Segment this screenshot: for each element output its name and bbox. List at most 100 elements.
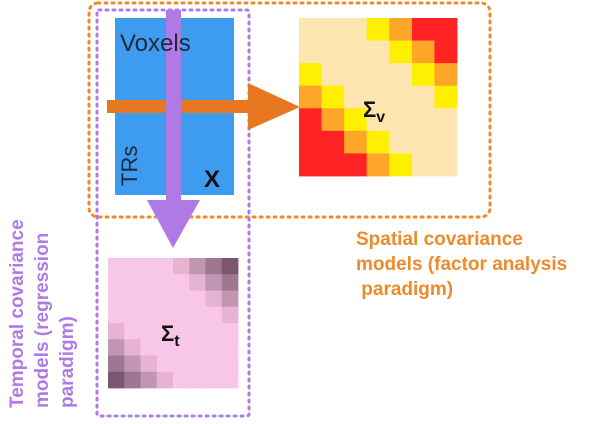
spatial-heatmap-cell — [411, 108, 435, 132]
spatial-heatmap-cell — [344, 63, 368, 87]
spatial-caption-line-3: paradigm) — [356, 279, 453, 300]
spatial-caption-line-1: Spatial covariance — [356, 229, 523, 250]
temporal-heatmap-cell — [189, 355, 206, 373]
temporal-heatmap-cell — [189, 339, 206, 356]
spatial-heatmap-cell — [366, 40, 390, 64]
temporal-heatmap-cell — [140, 339, 158, 356]
temporal-heatmap-cell — [221, 355, 239, 373]
temporal-heatmap-cell — [156, 306, 174, 324]
temporal-heatmap-cell — [108, 306, 125, 324]
spatial-heatmap-cell — [434, 63, 458, 87]
spatial-heatmap-cell — [344, 18, 368, 41]
temporal-heatmap-cell — [173, 306, 190, 324]
spatial-heatmap-cell — [321, 153, 345, 177]
spatial-heatmap-cell — [389, 153, 413, 177]
spatial-heatmap-cell — [411, 130, 435, 154]
temporal-heatmap-cell — [124, 339, 141, 356]
temporal-heatmap-cell — [156, 355, 174, 373]
spatial-heatmap-cell — [344, 130, 368, 154]
spatial-heatmap-cell — [389, 130, 413, 154]
spatial-arrow-head — [248, 83, 300, 130]
spatial-heatmap-cell — [299, 108, 322, 132]
temporal-heatmap-cell — [205, 339, 223, 356]
temporal-heatmap-cell — [108, 258, 125, 275]
spatial-dashed-region — [87, 1, 492, 219]
sigma-t-label: Σt — [161, 321, 180, 350]
temporal-heatmap-cell — [156, 339, 174, 356]
temporal-caption-line-1: Temporal covariance — [7, 219, 28, 408]
temporal-heatmap-cell — [108, 323, 125, 340]
temporal-heatmap-cell — [221, 306, 239, 324]
spatial-heatmap-cell — [434, 85, 458, 109]
temporal-heatmap-cell — [205, 323, 223, 340]
spatial-heatmap-cell — [434, 40, 458, 64]
temporal-heatmap-cell — [205, 371, 223, 389]
temporal-heatmap-cell — [189, 290, 206, 308]
temporal-heatmap-cell — [124, 290, 141, 308]
spatial-heatmap-cell — [366, 108, 390, 132]
temporal-heatmap-cell — [173, 290, 190, 308]
spatial-heatmap-cell — [389, 108, 413, 132]
spatial-caption-line-2: models (factor analysis — [356, 254, 567, 275]
temporal-heatmap-cell — [173, 339, 190, 356]
sigma-v-symbol: Σ — [363, 97, 376, 122]
spatial-heatmap-cell — [411, 18, 435, 41]
temporal-heatmap-cell — [156, 274, 174, 291]
spatial-heatmap-cell — [434, 108, 458, 132]
spatial-heatmap-cell — [344, 85, 368, 109]
temporal-heatmap-cell — [140, 290, 158, 308]
spatial-heatmap-cell — [299, 18, 322, 41]
temporal-heatmap-cell — [140, 371, 158, 389]
temporal-heatmap-cell — [156, 323, 174, 340]
spatial-heatmap-cell — [321, 85, 345, 109]
temporal-heatmap-cell — [189, 274, 206, 291]
temporal-heatmap-cell — [156, 371, 174, 389]
temporal-arrow-head — [147, 200, 200, 248]
temporal-heatmap-cell — [173, 258, 190, 275]
sigma-t-subscript: t — [174, 333, 180, 350]
temporal-heatmap-cell — [108, 339, 125, 356]
temporal-heatmap-cell — [108, 290, 125, 308]
temporal-heatmap-cell — [108, 274, 125, 291]
spatial-heatmap-cell — [299, 40, 322, 64]
temporal-heatmap-cell — [173, 371, 190, 389]
temporal-heatmap-cell — [140, 323, 158, 340]
spatial-caption: Spatial covariance models (factor analys… — [356, 229, 572, 300]
spatial-heatmap-cell — [344, 108, 368, 132]
spatial-heatmap-cell — [389, 40, 413, 64]
temporal-heatmap-cell — [205, 306, 223, 324]
spatial-heatmap-cell — [321, 40, 345, 64]
spatial-heatmap-cell — [366, 85, 390, 109]
spatial-heatmap-cell — [344, 40, 368, 64]
temporal-heatmap-cell — [140, 258, 158, 275]
temporal-heatmap-cell — [124, 306, 141, 324]
spatial-heatmap-cell — [299, 85, 322, 109]
spatial-heatmap-cell — [321, 130, 345, 154]
spatial-heatmap-cell — [411, 153, 435, 177]
temporal-heatmap-cell — [173, 355, 190, 373]
spatial-heatmap-cell — [366, 18, 390, 41]
temporal-heatmap-cell — [108, 355, 125, 373]
temporal-heatmap-cell — [205, 355, 223, 373]
x-symbol: X — [204, 166, 220, 193]
temporal-heatmap-cell — [140, 355, 158, 373]
temporal-heatmap-cell — [108, 371, 125, 389]
temporal-heatmap-cell — [124, 323, 141, 340]
temporal-heatmap-cell — [221, 258, 239, 275]
sigma-v-subscript: v — [376, 109, 385, 126]
temporal-dashed-region — [95, 8, 251, 418]
temporal-heatmap-cell — [124, 355, 141, 373]
temporal-heatmap-cell — [205, 258, 223, 275]
temporal-heatmap-cell — [221, 290, 239, 308]
temporal-caption: Temporal covariance models (regression p… — [7, 214, 78, 408]
temporal-band — [166, 10, 181, 204]
spatial-heatmap-cell — [434, 130, 458, 154]
temporal-caption-line-2: models (regression — [32, 233, 53, 408]
spatial-heatmap-cell — [321, 108, 345, 132]
trs-label: TRs — [117, 146, 142, 186]
temporal-heatmap-cell — [173, 274, 190, 291]
temporal-caption-line-3: paradigm) — [57, 316, 78, 408]
temporal-heatmap-cell — [189, 258, 206, 275]
spatial-heatmap-cell — [299, 63, 322, 87]
